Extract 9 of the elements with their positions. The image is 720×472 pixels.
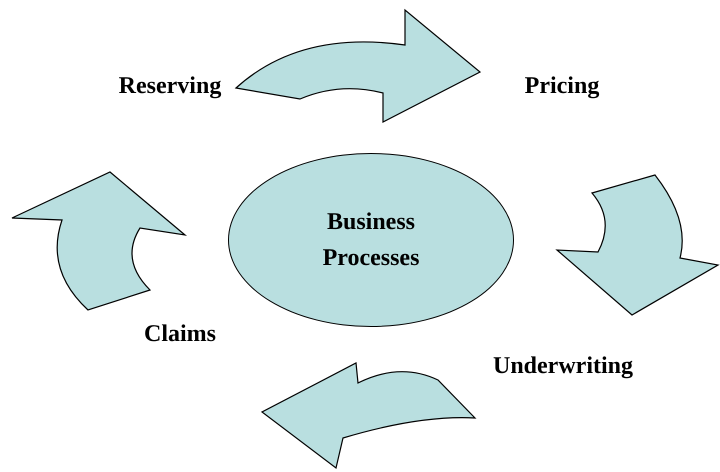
ellipse-label: Business Processes <box>322 208 420 273</box>
stage-label: Underwriting <box>493 352 633 381</box>
stage-label: Pricing <box>524 72 600 101</box>
stage-label: Claims <box>144 320 216 349</box>
curved-block-arrow <box>261 362 476 469</box>
curved-block-arrow <box>556 174 719 316</box>
curved-block-arrow <box>235 9 481 123</box>
stage-label: Reserving <box>118 72 222 101</box>
curved-block-arrow <box>11 171 186 311</box>
